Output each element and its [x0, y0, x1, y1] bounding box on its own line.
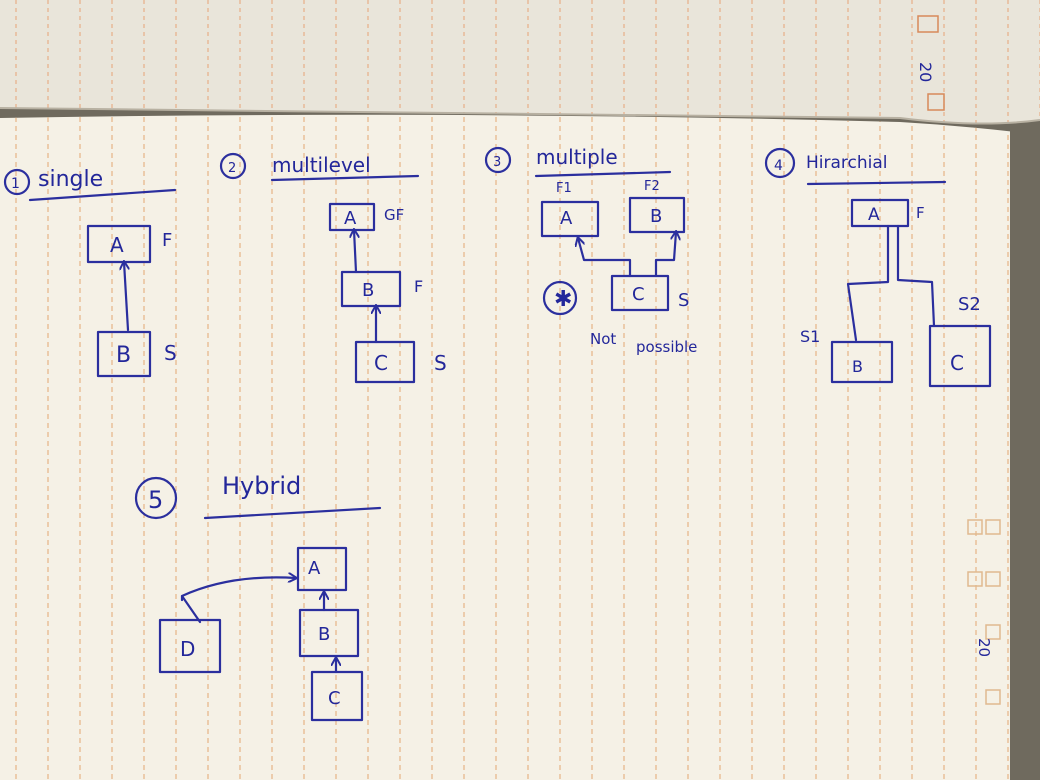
node-c-tag: S [678, 290, 689, 311]
node-b-tag: F [414, 277, 423, 296]
top-page-number: 20 [916, 62, 935, 82]
section-3-number: 3 [493, 155, 501, 170]
section-1-title: single [38, 167, 103, 192]
node-b-label: B [116, 343, 131, 368]
node-a-tag: F [916, 204, 925, 222]
node-a-tag: GF [384, 206, 404, 224]
node-c-tag: S2 [958, 294, 981, 315]
node-b-label: B [650, 206, 662, 227]
node-a-label: A [110, 233, 124, 257]
node-c-label: C [328, 688, 341, 709]
section-4-number: 4 [774, 158, 783, 174]
section-5-title: Hybrid [222, 472, 301, 500]
node-b-tag: S1 [800, 327, 820, 346]
page-number-boxes [917, 15, 1001, 705]
node-c-tag: S [434, 351, 447, 375]
node-a-tag: F [162, 230, 172, 251]
node-d-label: D [180, 637, 195, 661]
node-b-label: B [852, 357, 863, 376]
section-1-number: 1 [11, 176, 20, 192]
node-a-label: A [560, 208, 573, 229]
node-c-label: C [374, 351, 388, 375]
bottom-page-number: 20 [975, 638, 993, 657]
parent-2-tag: F2 [644, 179, 660, 194]
section-multilevel [219, 152, 420, 384]
parent-1-tag: F1 [556, 181, 572, 196]
section-single [3, 168, 177, 378]
top-page [0, 0, 1040, 125]
node-b-box [96, 330, 152, 378]
section-5-number: 5 [148, 486, 163, 514]
node-a-label: A [344, 208, 357, 229]
section-2-title: multilevel [272, 153, 371, 177]
note-line-1: Not [590, 330, 616, 348]
section-2-number: 2 [228, 161, 236, 176]
section-multiple [484, 146, 686, 316]
section-hirarchial [764, 147, 992, 388]
not-possible-mark [542, 280, 578, 316]
node-a-label: A [308, 558, 321, 579]
node-b-tag: S [164, 341, 177, 365]
section-hybrid [134, 476, 382, 722]
main-page [0, 114, 1040, 780]
node-c-label: C [950, 351, 964, 375]
node-a-label: A [868, 205, 880, 225]
section-4-title: Hirarchial [806, 153, 888, 173]
inheritance-arrow [124, 262, 128, 332]
star-mark: ✱ [554, 287, 572, 312]
section-3-title: multiple [536, 145, 618, 169]
node-b-label: B [318, 624, 330, 645]
node-b-label: B [362, 280, 374, 301]
note-line-2: possible [636, 338, 697, 356]
node-c-label: C [632, 284, 645, 305]
